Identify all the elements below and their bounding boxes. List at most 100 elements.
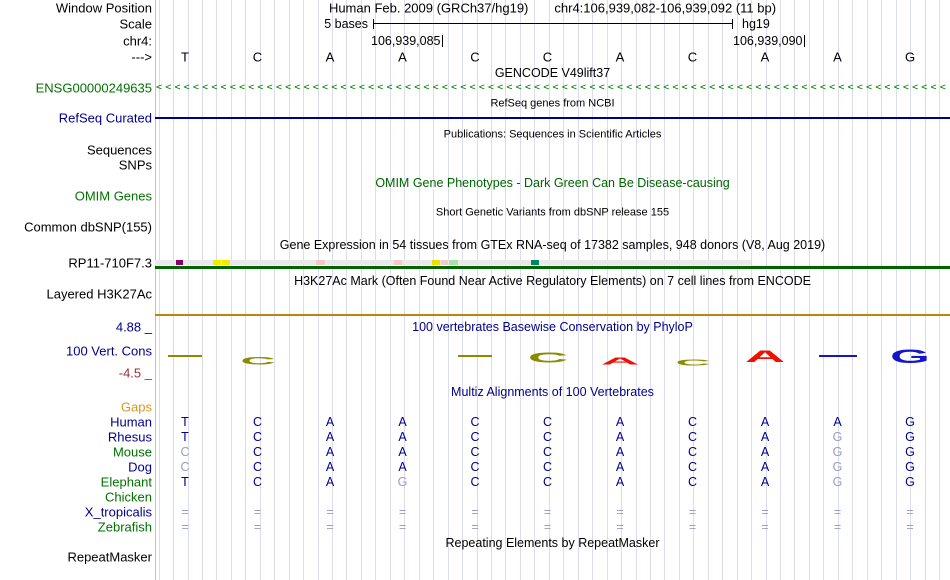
gridline bbox=[693, 0, 695, 580]
alignment-base: T bbox=[181, 414, 189, 429]
gridline bbox=[866, 0, 868, 580]
gtex-tissue-mark bbox=[394, 260, 402, 265]
alignment-base: G bbox=[905, 474, 915, 489]
label-chrom: chr4: bbox=[123, 33, 152, 49]
alignment-base: A bbox=[615, 429, 625, 444]
gtex-tissue-mark bbox=[441, 260, 448, 265]
alignment-base: C bbox=[252, 459, 263, 474]
base-letter: A bbox=[615, 49, 625, 65]
coordinate-right: 106,939,090 bbox=[733, 34, 805, 48]
alignment-base: A bbox=[760, 444, 770, 459]
alignment-base: G bbox=[905, 459, 915, 474]
alignment-base: G bbox=[832, 459, 843, 474]
track-title-gtex: Gene Expression in 54 tissues from GTEx … bbox=[279, 237, 826, 252]
svg-text:C: C bbox=[675, 359, 710, 366]
species-label-chicken: Chicken bbox=[105, 489, 152, 505]
gridline bbox=[158, 0, 160, 580]
gridline bbox=[404, 0, 406, 580]
assembly-title: Human Feb. 2009 (GRCh37/hg19) bbox=[328, 0, 529, 16]
refseq-curated-gene-line[interactable] bbox=[155, 117, 950, 119]
alignment-base: = bbox=[326, 519, 334, 534]
alignment-base: = bbox=[181, 519, 189, 534]
alignment-base: A bbox=[760, 459, 770, 474]
gridline bbox=[780, 0, 781, 580]
gridline bbox=[707, 0, 709, 580]
label-gene-id: ENSG00000249635 bbox=[35, 80, 152, 96]
alignment-base: C bbox=[542, 414, 553, 429]
gencode-gene-strand-arrows[interactable]: <<<<<<<<<<<<<<<<<<<<<<<<<<<<<<<<<<<<<<<<… bbox=[156, 83, 949, 93]
conservation-letter: C bbox=[525, 349, 571, 368]
alignment-base: G bbox=[832, 429, 843, 444]
gridline bbox=[317, 0, 319, 580]
conservation-letter: C bbox=[238, 352, 278, 370]
gridline bbox=[722, 0, 724, 580]
gridline bbox=[173, 0, 174, 580]
species-label-dog: Dog bbox=[128, 459, 152, 475]
alignment-base: = bbox=[543, 519, 552, 534]
gtex-gene-line[interactable] bbox=[155, 266, 950, 269]
track-title-repeatmasker: Repeating Elements by RepeatMasker bbox=[445, 535, 660, 550]
svg-text:C: C bbox=[527, 351, 567, 363]
alignment-base: C bbox=[542, 474, 553, 489]
alignment-base: = bbox=[688, 504, 697, 519]
alignment-base: A bbox=[398, 429, 407, 444]
track-title-dbsnp: Short Genetic Variants from dbSNP releas… bbox=[435, 206, 670, 219]
h3k27ac-signal-line[interactable] bbox=[155, 314, 950, 316]
alignment-base: A bbox=[615, 414, 625, 429]
track-title-publications: Publications: Sequences in Scientific Ar… bbox=[443, 128, 662, 141]
gridline bbox=[389, 0, 391, 580]
base-letter: A bbox=[760, 49, 770, 65]
alignment-base: A bbox=[760, 414, 770, 429]
alignment-base: A bbox=[615, 474, 625, 489]
alignment-base: C bbox=[252, 414, 263, 429]
gridline bbox=[303, 0, 305, 580]
gridline bbox=[881, 0, 883, 580]
gridline bbox=[635, 0, 637, 580]
species-label-x_tropicalis: X_tropicalis bbox=[84, 504, 152, 520]
base-letter: A bbox=[325, 49, 335, 65]
gridline bbox=[505, 0, 507, 580]
base-letter: T bbox=[181, 49, 189, 65]
alignment-base: C bbox=[252, 474, 263, 489]
position-text: chr4:106,939,082-106,939,092 (11 bp) bbox=[554, 0, 777, 16]
alignment-base: A bbox=[398, 444, 407, 459]
alignment-base: C bbox=[470, 459, 480, 474]
base-letter: A bbox=[833, 49, 842, 65]
alignment-base: C bbox=[687, 429, 698, 444]
gtex-tissue-mark bbox=[316, 260, 325, 265]
alignment-base: A bbox=[615, 444, 625, 459]
gridline bbox=[563, 0, 565, 580]
label-repeatmasker: RepeatMasker bbox=[67, 549, 152, 565]
alignment-base: = bbox=[326, 504, 334, 519]
alignment-base: G bbox=[832, 444, 843, 459]
gridline bbox=[418, 0, 420, 580]
gridline bbox=[606, 0, 608, 580]
alignment-base: A bbox=[398, 414, 407, 429]
svg-text:C: C bbox=[240, 356, 275, 365]
label-cons-max: 4.88 _ bbox=[115, 319, 152, 335]
alignment-base: C bbox=[252, 429, 263, 444]
alignment-base: = bbox=[398, 519, 407, 534]
alignment-base: = bbox=[906, 504, 914, 519]
alignment-base: = bbox=[398, 504, 407, 519]
base-letter: C bbox=[470, 49, 480, 65]
conservation-letter: C bbox=[673, 353, 713, 371]
label-cons-track: 100 Vert. Cons bbox=[66, 343, 152, 359]
coordinate-right-value: 106,939,090 bbox=[733, 34, 803, 48]
alignment-base: A bbox=[833, 414, 842, 429]
alignment-base: = bbox=[833, 504, 842, 519]
alignment-base: = bbox=[616, 519, 624, 534]
scale-ruler bbox=[373, 19, 733, 29]
alignment-base: = bbox=[616, 504, 624, 519]
coordinate-tick bbox=[803, 35, 805, 47]
gridline bbox=[259, 0, 261, 580]
gridline bbox=[476, 0, 478, 580]
gridline bbox=[765, 0, 767, 580]
gridline bbox=[649, 0, 651, 580]
gridline bbox=[360, 0, 362, 580]
alignment-base: = bbox=[906, 519, 914, 534]
label-refseq-curated: RefSeq Curated bbox=[58, 110, 152, 126]
base-letter: C bbox=[542, 49, 553, 65]
species-label-mouse: Mouse bbox=[112, 444, 152, 460]
